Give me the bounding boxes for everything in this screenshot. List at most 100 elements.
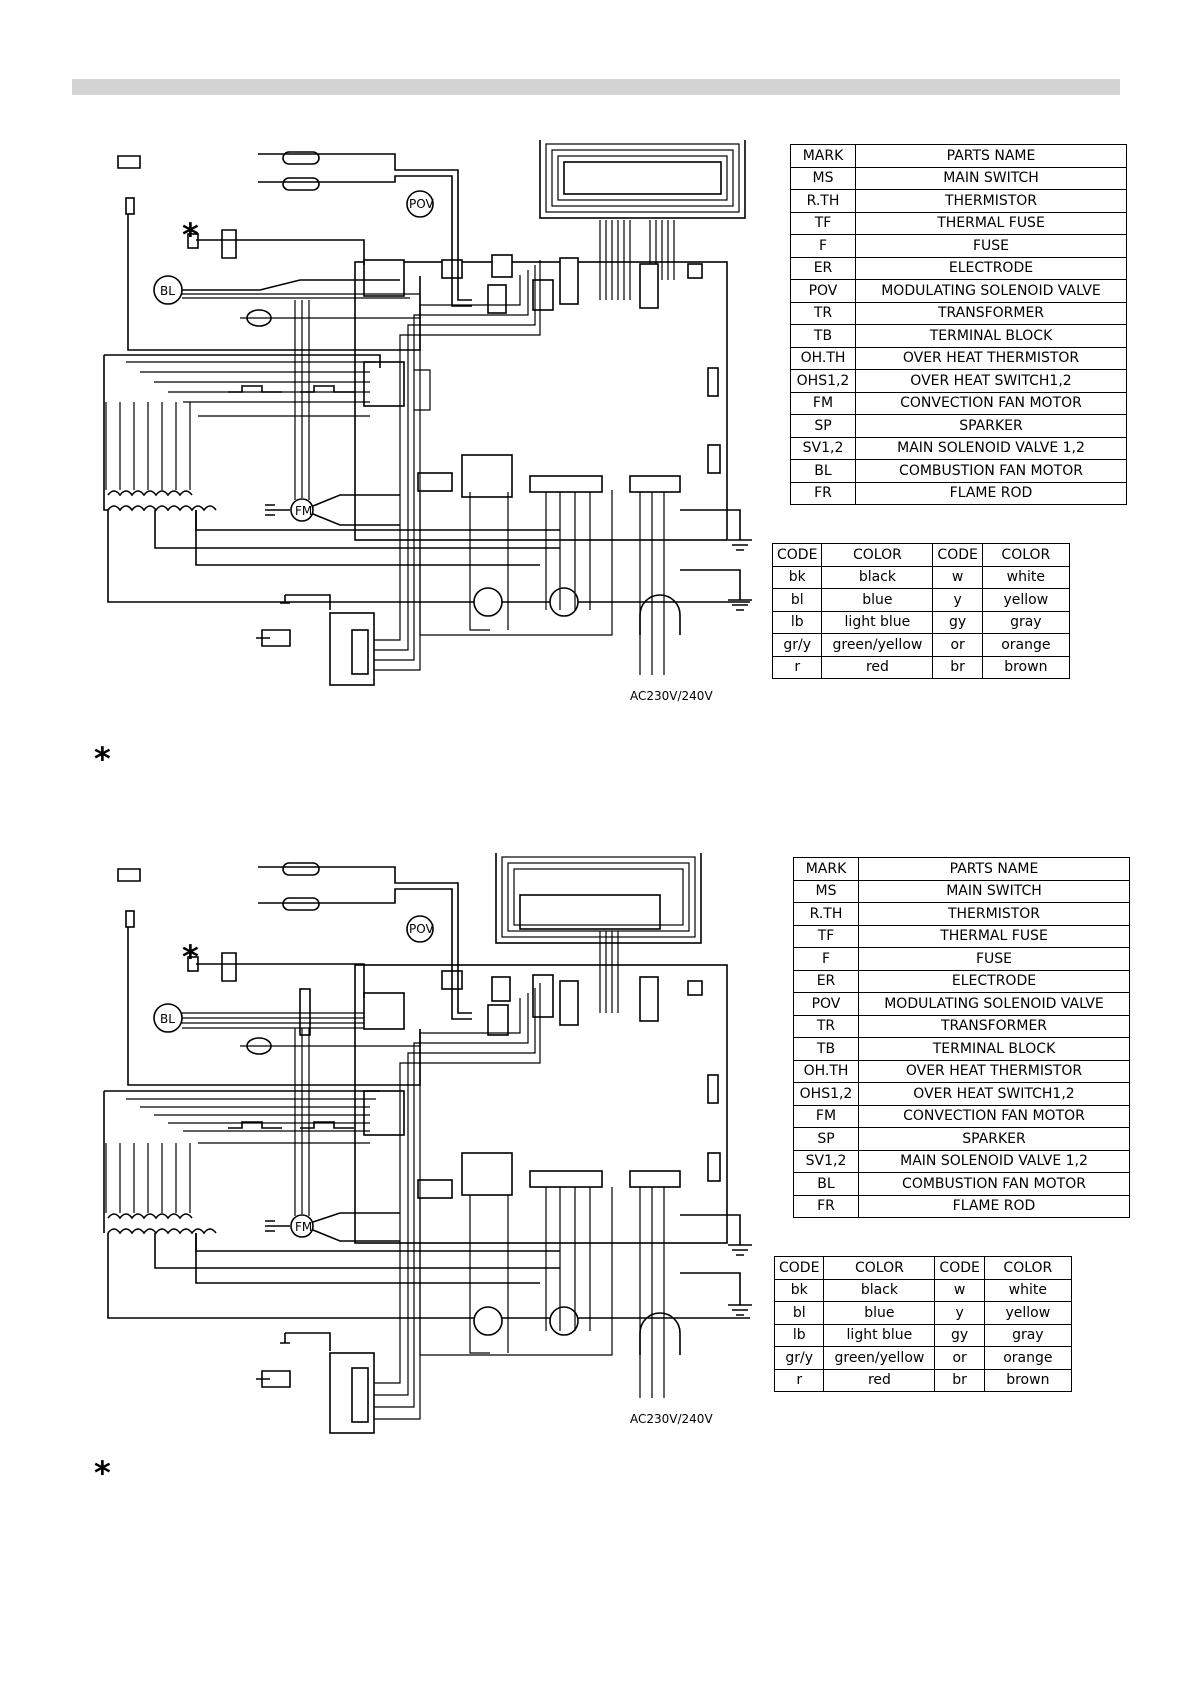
parts-cell-name: TRANSFORMER <box>858 1014 1130 1038</box>
parts-cell-name: MAIN SWITCH <box>855 166 1127 190</box>
color-cell: bk <box>771 565 823 589</box>
pov-label-2: POV <box>409 922 434 936</box>
color-header-cell: COLOR <box>983 1256 1072 1280</box>
parts-cell-name: OVER HEAT THERMISTOR <box>855 346 1127 370</box>
ac-label-2: AC230V/240V <box>630 1412 713 1426</box>
color-cell: blue <box>823 1301 936 1325</box>
fm-label-2: FM <box>295 1220 312 1234</box>
parts-cell-mark: TB <box>793 1037 859 1061</box>
parts-cell-mark: TF <box>790 211 856 235</box>
parts-cell-mark: BL <box>790 459 856 483</box>
color-cell: green/yellow <box>823 1346 936 1370</box>
parts-cell-name: OVER HEAT SWITCH1,2 <box>858 1082 1130 1106</box>
parts-cell-mark: SP <box>793 1127 859 1151</box>
color-header-cell: CODE <box>773 1256 825 1280</box>
color-cell: brown <box>983 1368 1072 1392</box>
color-cell: bk <box>773 1278 825 1302</box>
parts-cell-mark: SV1,2 <box>790 436 856 460</box>
ac-label-1: AC230V/240V <box>630 689 713 703</box>
color-cell: light blue <box>823 1323 936 1347</box>
parts-cell-name: COMBUSTION FAN MOTOR <box>858 1172 1130 1196</box>
color-cell: bl <box>771 588 823 612</box>
color-cell: w <box>932 565 983 589</box>
parts-cell-mark: TR <box>790 301 856 325</box>
parts-cell-mark: FM <box>790 391 856 415</box>
parts-cell-name: MODULATING SOLENOID VALVE <box>855 279 1127 303</box>
parts-cell-mark: OHS1,2 <box>790 369 856 393</box>
parts-cell-mark: BL <box>793 1172 859 1196</box>
parts-cell-mark: F <box>790 234 856 258</box>
color-cell: w <box>934 1278 985 1302</box>
color-cell: light blue <box>821 610 934 634</box>
color-header-cell: CODE <box>771 543 823 567</box>
parts-cell-mark: POV <box>793 992 859 1016</box>
parts-cell-name: MODULATING SOLENOID VALVE <box>858 992 1130 1016</box>
color-cell: br <box>934 1368 985 1392</box>
color-cell: orange <box>983 1346 1072 1370</box>
parts-header-name: PARTS NAME <box>858 857 1130 881</box>
color-cell: bl <box>773 1301 825 1325</box>
star-mark-2: * <box>182 938 199 976</box>
color-cell: red <box>821 655 934 679</box>
parts-cell-name: FUSE <box>858 947 1130 971</box>
parts-cell-name: THERMISTOR <box>858 902 1130 926</box>
color-cell: lb <box>773 1323 825 1347</box>
color-header-cell: COLOR <box>981 543 1070 567</box>
parts-cell-mark: OHS1,2 <box>793 1082 859 1106</box>
parts-cell-mark: FR <box>790 481 856 505</box>
color-cell: y <box>932 588 983 612</box>
parts-cell-name: FLAME ROD <box>858 1194 1130 1218</box>
star-mark: * <box>182 216 199 254</box>
color-cell: white <box>983 1278 1072 1302</box>
parts-cell-name: ELECTRODE <box>855 256 1127 280</box>
parts-cell-name: THERMAL FUSE <box>855 211 1127 235</box>
color-cell: gy <box>932 610 983 634</box>
parts-cell-name: FUSE <box>855 234 1127 258</box>
color-cell: gray <box>983 1323 1072 1347</box>
parts-cell-mark: TF <box>793 924 859 948</box>
footnote-star-1: * <box>94 742 111 772</box>
parts-cell-name: OVER HEAT SWITCH1,2 <box>855 369 1127 393</box>
parts-header-mark: MARK <box>790 144 856 168</box>
parts-cell-name: SPARKER <box>858 1127 1130 1151</box>
footnote-star-2: * <box>94 1456 111 1486</box>
svg-text:*: * <box>94 1456 111 1486</box>
parts-cell-mark: ER <box>790 256 856 280</box>
parts-cell-name: MAIN SWITCH <box>858 879 1130 903</box>
color-cell: or <box>934 1346 985 1370</box>
fm-label: FM <box>295 504 312 518</box>
color-cell: gray <box>981 610 1070 634</box>
wiring-diagram-2: BL POV * FM AC230V/240V <box>103 853 752 1434</box>
parts-cell-mark: FM <box>793 1104 859 1128</box>
parts-cell-name: TERMINAL BLOCK <box>855 324 1127 348</box>
